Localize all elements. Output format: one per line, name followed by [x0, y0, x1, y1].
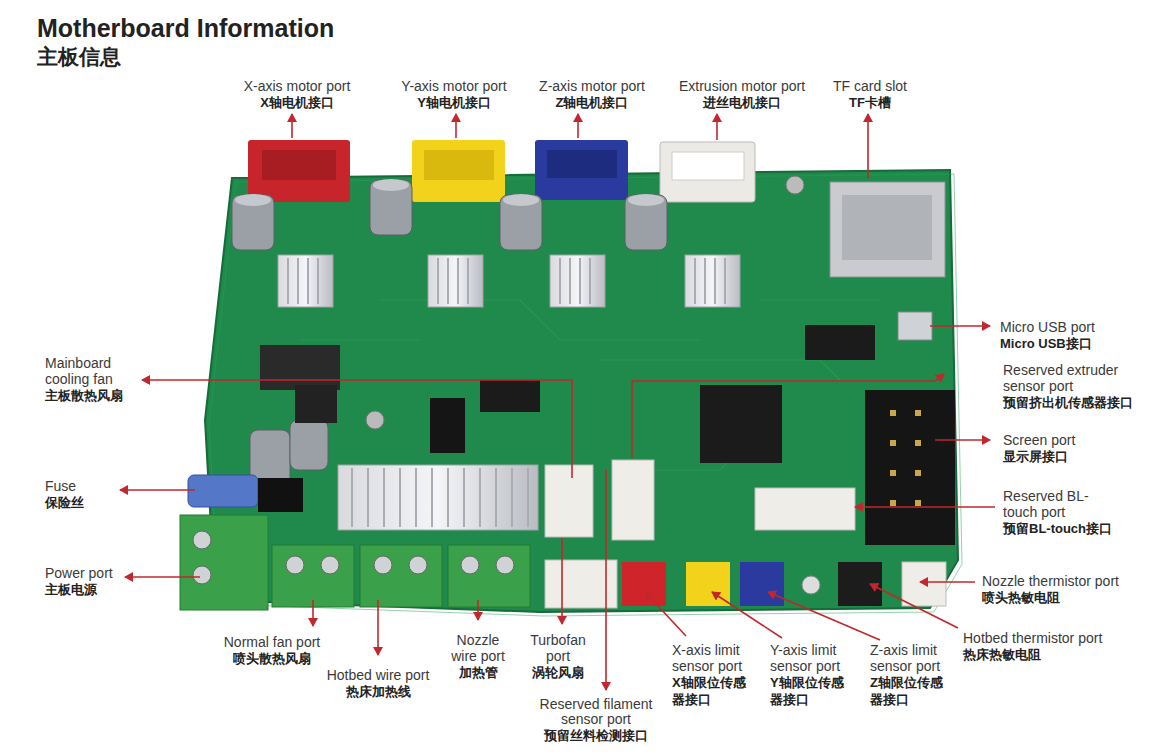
callout-label-chinese: 预留挤出机传感器接口: [1003, 394, 1148, 411]
callout-label-chinese: X轴限位传感器接口: [672, 674, 757, 708]
callout-label: Z-axis motor port: [512, 78, 672, 94]
callout-group: Screen port显示屏接口: [1003, 432, 1153, 465]
callout-group: Z-axis motor portZ轴电机接口: [512, 78, 672, 111]
callout-label-chinese: Z轴限位传感器接口: [870, 674, 955, 708]
callout-group: Y-axis motor portY轴电机接口: [374, 78, 534, 111]
callout-group: Extrusion motor port进丝电机接口: [657, 78, 827, 111]
callout-group: Micro USB portMicro USB接口: [1000, 319, 1160, 352]
callout-label-chinese: 主板散热风扇: [45, 387, 145, 404]
callout-label: Turbofan port: [526, 632, 591, 664]
callout-group: Power port主板电源: [45, 565, 155, 598]
callout-group: Y-axis limit sensor portY轴限位传感器接口: [770, 642, 855, 708]
callout-label: Nozzle wire port: [444, 632, 512, 664]
callout-label: Power port: [45, 565, 155, 581]
callout-label-chinese: TF卡槽: [815, 94, 925, 111]
callout-label: TF card slot: [815, 78, 925, 94]
callout-label: Micro USB port: [1000, 319, 1160, 335]
callout-label: Reserved filament sensor port: [534, 697, 659, 727]
callout-label-chinese: 显示屏接口: [1003, 448, 1153, 465]
callout-group: Reserved filament sensor port预留丝料检测接口: [526, 697, 666, 744]
callout-group: TF card slotTF卡槽: [815, 78, 925, 111]
callout-label-chinese: 喷头散热风扇: [202, 650, 342, 667]
callout-label: Screen port: [1003, 432, 1153, 448]
callout-group: Mainboard cooling fan主板散热风扇: [45, 355, 145, 404]
callout-label: Y-axis motor port: [374, 78, 534, 94]
callout-label: Extrusion motor port: [657, 78, 827, 94]
callout-group: Hotbed wire port热床加热线: [308, 667, 448, 700]
callout-label-chinese: 喷头热敏电阻: [982, 589, 1162, 606]
callout-label: Nozzle thermistor port: [982, 573, 1162, 589]
callout-group: Hotbed thermistor port热床热敏电阻: [963, 630, 1153, 663]
callout-label-chinese: 热床热敏电阻: [963, 646, 1153, 663]
callout-label-chinese: X轴电机接口: [217, 94, 377, 111]
callout-label-chinese: 预留丝料检测接口: [526, 727, 666, 744]
callout-label: Z-axis limit sensor port: [870, 642, 955, 674]
callout-group: Reserved BL-touch port预留BL-touch接口: [1003, 488, 1143, 537]
callout-label: Fuse: [45, 478, 145, 494]
callout-label-chinese: 进丝电机接口: [657, 94, 827, 111]
callout-label: X-axis motor port: [217, 78, 377, 94]
callout-label-chinese: 主板电源: [45, 581, 155, 598]
callout-label-chinese: Y轴电机接口: [374, 94, 534, 111]
page-title: Motherboard Information: [37, 14, 334, 43]
callout-label: Hotbed thermistor port: [963, 630, 1153, 646]
callout-group: Nozzle thermistor port喷头热敏电阻: [982, 573, 1162, 606]
callout-label-chinese: 保险丝: [45, 494, 145, 511]
callout-label-chinese: Micro USB接口: [1000, 335, 1160, 352]
callout-label-chinese: 预留BL-touch接口: [1003, 520, 1143, 537]
callout-label: Mainboard cooling fan: [45, 355, 145, 387]
callout-label: X-axis limit sensor port: [672, 642, 757, 674]
callout-label-chinese: 热床加热线: [308, 683, 448, 700]
callout-label: Reserved extruder sensor port: [1003, 362, 1143, 394]
page-subtitle: 主板信息: [37, 43, 121, 71]
callout-group: Fuse保险丝: [45, 478, 145, 511]
callout-label: Y-axis limit sensor port: [770, 642, 855, 674]
callout-group: Z-axis limit sensor portZ轴限位传感器接口: [870, 642, 955, 708]
callout-group: Normal fan port喷头散热风扇: [202, 634, 342, 667]
callout-label: Reserved BL-touch port: [1003, 488, 1107, 520]
callout-group: Turbofan port涡轮风扇: [518, 632, 598, 681]
callout-label: Hotbed wire port: [308, 667, 448, 683]
callout-group: Reserved extruder sensor port预留挤出机传感器接口: [1003, 362, 1148, 411]
callout-group: X-axis limit sensor portX轴限位传感器接口: [672, 642, 757, 708]
callout-group: X-axis motor portX轴电机接口: [217, 78, 377, 111]
callout-label-chinese: Y轴限位传感器接口: [770, 674, 855, 708]
callout-label-chinese: 加热管: [433, 664, 523, 681]
callout-label-chinese: Z轴电机接口: [512, 94, 672, 111]
callout-label: Normal fan port: [202, 634, 342, 650]
callout-group: Nozzle wire port加热管: [433, 632, 523, 681]
callout-label-chinese: 涡轮风扇: [518, 664, 598, 681]
